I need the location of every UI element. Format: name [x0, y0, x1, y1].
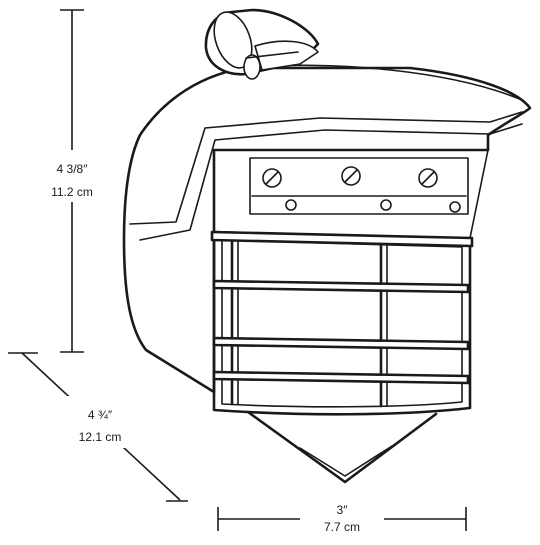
sensor-plate — [249, 157, 469, 215]
width-metric-label: 7.7 cm — [324, 520, 360, 534]
width-imperial-label: 3″ — [337, 503, 349, 517]
cage-top-lip — [210, 230, 474, 248]
width-dimension: 3″ 7.7 cm — [217, 503, 467, 537]
adjustment-screw — [262, 168, 282, 188]
cage-ring — [212, 370, 470, 385]
fixture — [122, 8, 532, 484]
fixture-top-edge — [242, 64, 523, 101]
height-label-backdrop — [24, 150, 104, 202]
hood-right-edge — [469, 149, 489, 239]
height-metric-label: 11.2 cm — [51, 185, 93, 199]
depth-dimension: 4 ¾″ 12.1 cm — [8, 352, 188, 502]
adjustment-screw — [418, 168, 438, 188]
adjustment-screw — [341, 166, 361, 186]
depth-imperial-label: 4 ¾″ — [88, 408, 113, 422]
mount-knuckle — [204, 8, 320, 80]
bottom-cone-inner — [299, 445, 393, 477]
indicator-led — [285, 199, 297, 211]
hood-band-outer — [129, 111, 523, 225]
indicator-led — [380, 199, 392, 211]
cage-ring — [212, 336, 470, 351]
height-imperial-label: 4 3/8″ — [57, 162, 89, 176]
depth-label-backdrop — [64, 396, 140, 448]
cage-frame — [212, 230, 472, 416]
cage-lamp-head — [210, 230, 474, 416]
hood-band-inner — [139, 123, 523, 241]
bottom-cone — [246, 410, 438, 484]
depth-metric-label: 12.1 cm — [79, 430, 122, 444]
cage-ring — [212, 279, 470, 294]
width-label-backdrop — [300, 503, 384, 537]
indicator-led — [449, 201, 461, 213]
height-dimension: 4 3/8″ 11.2 cm — [24, 9, 104, 353]
